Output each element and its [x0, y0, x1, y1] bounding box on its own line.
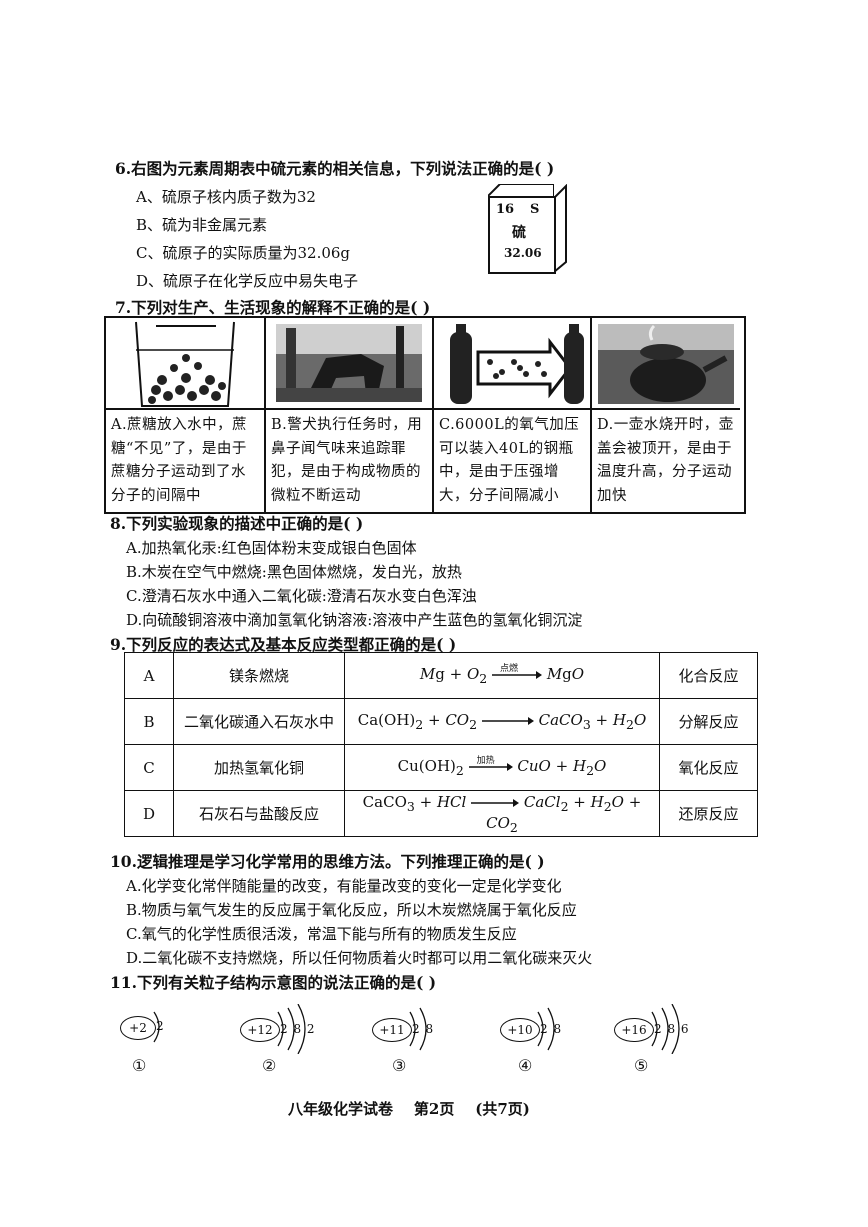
- q8-option-d: D.向硫酸铜溶液中滴加氢氧化钠溶液:溶液中产生蓝色的氢氧化铜沉淀: [126, 611, 583, 629]
- arrow-icon: [471, 798, 520, 807]
- equation-d: CaCO3 + HCl CaCl2 + H2O + CO2: [344, 790, 660, 837]
- equation-a: Mg + O2 点燃 MgO: [344, 652, 660, 699]
- q7-cell-a: A.蔗糖放入水中，蔗糖“不见”了，是由于蔗糖分子运动到了水分子的间隔中: [106, 318, 266, 512]
- atom-label: ④: [518, 1056, 533, 1075]
- q10-option-c: C.氧气的化学性质很活泼，常温下能与所有的物质发生反应: [126, 925, 517, 943]
- q7-cell-c: C.6000L的氧气加压可以装入40L的钢瓶中，是由于压强增大，分子间隔减小: [434, 318, 592, 512]
- q9-reaction-table: A 镁条燃烧 Mg + O2 点燃 MgO 化合反应 B 二氧化碳通入石灰水中 …: [124, 652, 758, 837]
- q6-option-c: C、硫原子的实际质量为32.06g: [136, 244, 351, 262]
- page-footer: 八年级化学试卷 第2页 (共7页): [288, 1100, 530, 1118]
- q8-option-b: B.木炭在空气中燃烧:黑色固体燃烧，发白光，放热: [126, 563, 462, 581]
- atomic-mass: 32.06: [504, 246, 542, 260]
- q7-cell-d: D.一壶水烧开时，壶盖会被顶开，是由于温度升高，分子运动加快: [592, 318, 740, 512]
- q10-option-a: A.化学变化常伴随能量的改变，有能量改变的变化一定是化学变化: [126, 877, 562, 895]
- sulfur-element-card: 16 S 硫 32.06: [488, 184, 567, 274]
- card-3d-top-icon: [488, 184, 554, 196]
- shell-electrons: 2 8 2: [280, 1022, 316, 1036]
- row-type: 分解反应: [659, 698, 758, 745]
- q7-cell-b-text: B.警犬执行任务时，用鼻子闻气味来追踪罪犯，是由于构成物质的微粒不断运动: [271, 417, 423, 504]
- electron-shell-icon: [277, 1004, 306, 1054]
- atom-label: ③: [392, 1056, 407, 1075]
- gas-cylinder-icon: [434, 318, 590, 410]
- q6-option-b: B、硫为非金属元素: [136, 216, 268, 234]
- q10-option-b: B.物质与氧气发生的反应属于氧化反应，所以木炭燃烧属于氧化反应: [126, 901, 577, 919]
- shell-electrons: 2 8: [412, 1022, 435, 1036]
- arrow-icon: 点燃: [492, 664, 543, 682]
- arrow-icon: 加热: [468, 756, 513, 774]
- table-row: C 加热氢氧化铜 Cu(OH)2 加热 CuO + H2O 氧化反应: [124, 744, 758, 791]
- row-desc: 镁条燃烧: [173, 652, 345, 699]
- table-row: D 石灰石与盐酸反应 CaCO3 + HCl CaCl2 + H2O + CO2…: [124, 790, 758, 837]
- shell-electrons: 2: [156, 1019, 164, 1033]
- atom-label: ②: [262, 1056, 277, 1075]
- q8-option-c: C.澄清石灰水中通入二氧化碳:澄清石灰水变白色浑浊: [126, 587, 477, 605]
- shell-electrons: 2 8 6: [654, 1022, 690, 1036]
- atom-label: ①: [132, 1056, 147, 1075]
- nucleus: +12: [240, 1018, 280, 1042]
- beaker-sugar-icon: [106, 318, 264, 410]
- q7-table: A.蔗糖放入水中，蔗糖“不见”了，是由于蔗糖分子运动到了水分子的间隔中 B.警犬…: [104, 316, 746, 514]
- row-key: C: [124, 744, 174, 791]
- electron-shell-icon: [651, 1004, 680, 1054]
- atomic-number: 16: [496, 202, 515, 217]
- q8-option-a: A.加热氧化汞:红色固体粉末变成银白色固体: [126, 539, 417, 557]
- nucleus: +10: [500, 1018, 540, 1042]
- kettle-photo: [592, 318, 740, 410]
- row-key: D: [124, 790, 174, 837]
- q8-stem: 8.下列实验现象的描述中正确的是( ): [110, 514, 364, 533]
- row-desc: 石灰石与盐酸反应: [173, 790, 345, 837]
- row-type: 氧化反应: [659, 744, 758, 791]
- q11-stem: 11.下列有关粒子结构示意图的说法正确的是( ): [110, 973, 437, 992]
- table-row: B 二氧化碳通入石灰水中 Ca(OH)2 + CO2 CaCO3 + H2O 分…: [124, 698, 758, 745]
- row-type: 化合反应: [659, 652, 758, 699]
- row-desc: 二氧化碳通入石灰水中: [173, 698, 345, 745]
- q6-option-d: D、硫原子在化学反应中易失电子: [136, 272, 359, 290]
- q6-option-a: A、硫原子核内质子数为32: [136, 188, 316, 206]
- q10-stem: 10.逻辑推理是学习化学常用的思维方法。下列推理正确的是( ): [110, 852, 545, 871]
- element-name: 硫: [512, 225, 526, 241]
- q6-stem: 6.右图为元素周期表中硫元素的相关信息，下列说法正确的是( ): [115, 159, 555, 178]
- card-3d-side-icon: [554, 184, 567, 273]
- shell-electrons: 2 8: [540, 1022, 563, 1036]
- q10-option-d: D.二氧化碳不支持燃烧，所以任何物质着火时都可以用二氧化碳来灭火: [126, 949, 593, 967]
- electron-shell-icon: [537, 1007, 555, 1051]
- nucleus: +11: [372, 1018, 412, 1042]
- reaction-condition: 点燃: [500, 664, 519, 674]
- q7-cell-a-text: A.蔗糖放入水中，蔗糖“不见”了，是由于蔗糖分子运动到了水分子的间隔中: [111, 417, 248, 504]
- arrow-icon: [481, 717, 534, 725]
- row-desc: 加热氢氧化铜: [173, 744, 345, 791]
- equation-c: Cu(OH)2 加热 CuO + H2O: [344, 744, 660, 791]
- nucleus: +16: [614, 1018, 654, 1042]
- q7-cell-c-text: C.6000L的氧气加压可以装入40L的钢瓶中，是由于压强增大，分子间隔减小: [439, 417, 580, 504]
- nucleus: +2: [120, 1016, 156, 1040]
- table-row: A 镁条燃烧 Mg + O2 点燃 MgO 化合反应: [124, 652, 758, 699]
- reaction-condition: 加热: [476, 756, 495, 766]
- q7-cell-b: B.警犬执行任务时，用鼻子闻气味来追踪罪犯，是由于构成物质的微粒不断运动: [266, 318, 434, 512]
- q7-cell-d-text: D.一壶水烧开时，壶盖会被顶开，是由于温度升高，分子运动加快: [597, 417, 734, 504]
- row-key: B: [124, 698, 174, 745]
- row-key: A: [124, 652, 174, 699]
- q7-stem: 7.下列对生产、生活现象的解释不正确的是( ): [115, 298, 431, 317]
- element-symbol: S: [530, 202, 540, 217]
- electron-shell-icon: [409, 1007, 427, 1051]
- atom-label: ⑤: [634, 1056, 649, 1075]
- q9-stem: 9.下列反应的表达式及基本反应类型都正确的是( ): [110, 635, 457, 654]
- electron-shell-icon: [153, 1011, 160, 1043]
- row-type: 还原反应: [659, 790, 758, 837]
- equation-b: Ca(OH)2 + CO2 CaCO3 + H2O: [344, 698, 660, 745]
- police-dog-photo: [266, 318, 432, 410]
